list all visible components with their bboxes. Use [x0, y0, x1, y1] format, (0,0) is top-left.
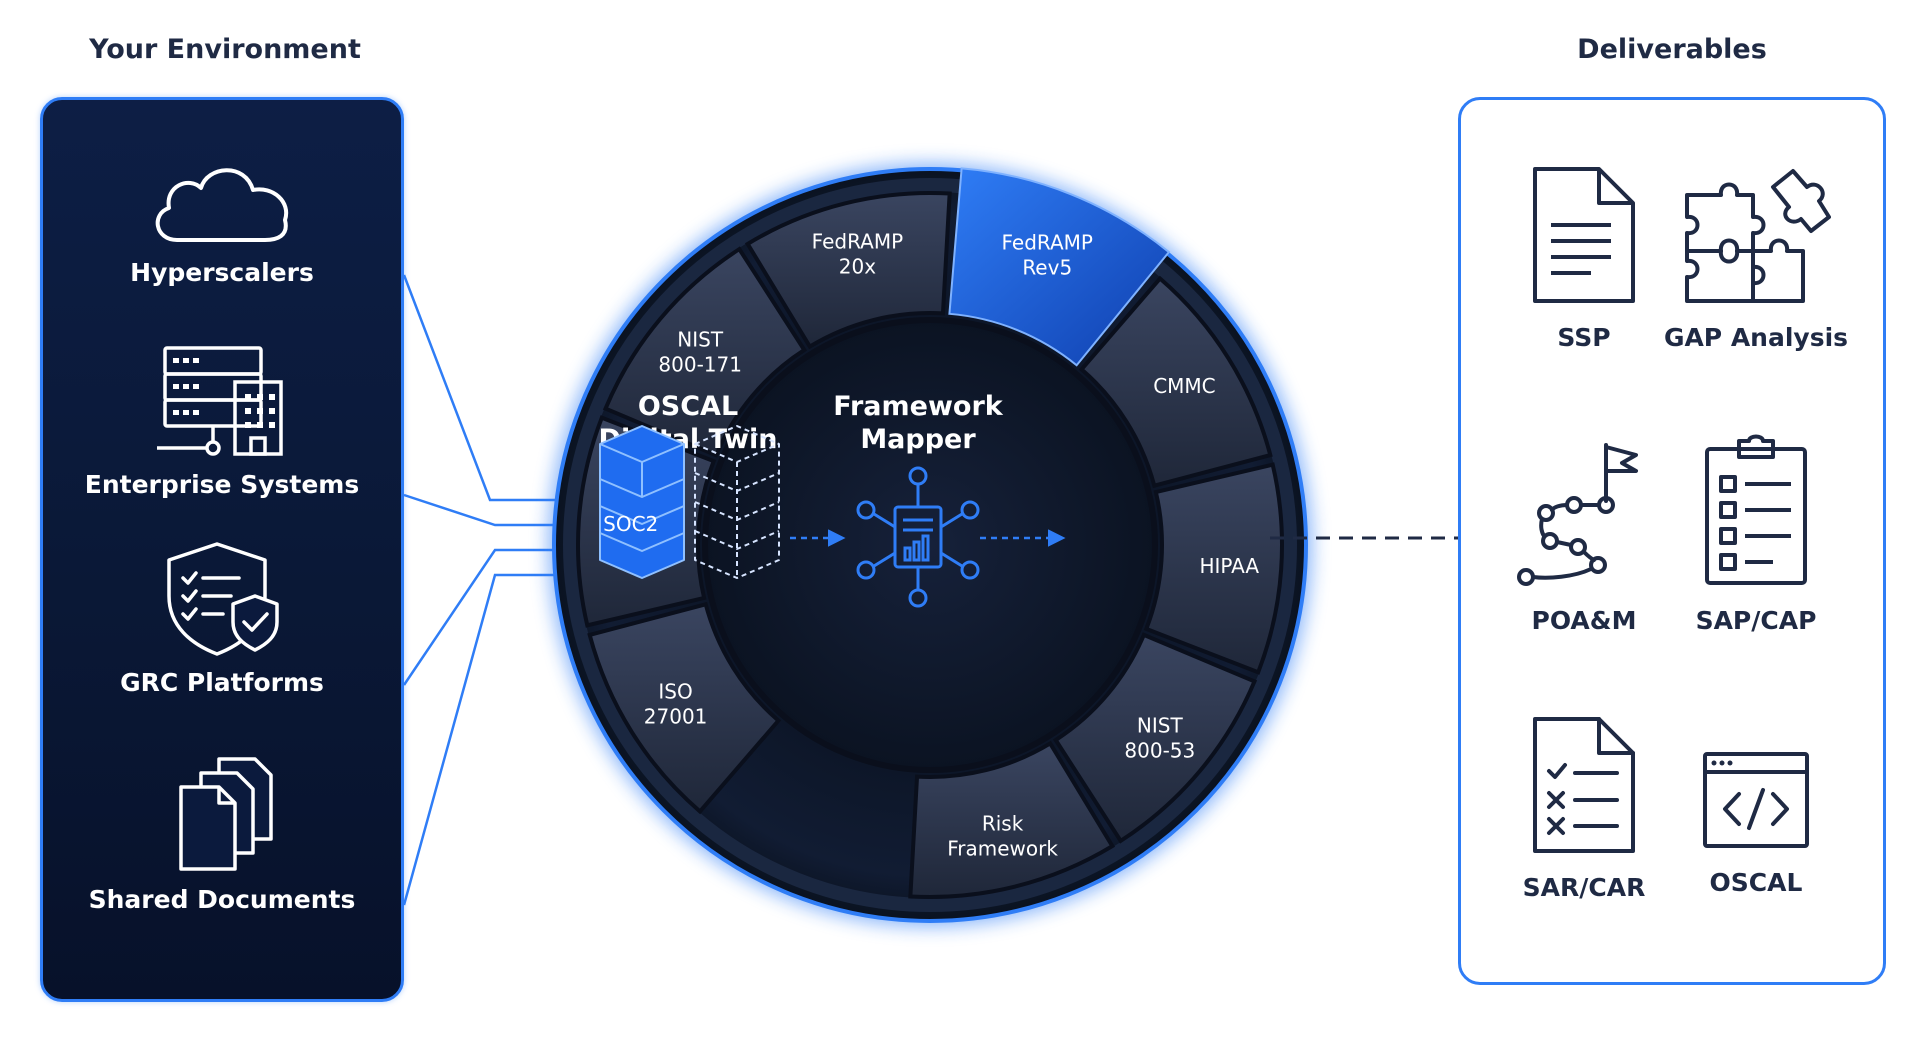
digital-twin-cubes-icon: [599, 425, 780, 579]
cloud-icon: [155, 168, 289, 242]
framework-segment: [587, 601, 782, 815]
framework-segment: [948, 167, 1171, 367]
framework-label: Rev5: [1022, 255, 1072, 279]
framework-segment: [1143, 462, 1284, 675]
framework-segments: [576, 167, 1284, 899]
deliverable-label: SSP: [1557, 323, 1611, 352]
inner-hub: [702, 317, 1158, 773]
framework-segment: [602, 246, 808, 458]
deliverable-sap-cap: SAP/CAP: [1656, 433, 1856, 635]
deliverable-label: GAP Analysis: [1663, 323, 1849, 352]
framework-segment: [908, 740, 1116, 899]
framework-label: SOC2: [603, 512, 658, 536]
framework-mapper-title-line1: Framework: [833, 391, 1004, 422]
framework-labels: ISO27001SOC2NIST800-171FedRAMP20xFedRAMP…: [603, 229, 1259, 860]
framework-label: 20x: [839, 254, 876, 278]
puzzle-icon: [1685, 169, 1831, 303]
framework-label: Framework: [947, 837, 1058, 861]
env-item-shared-documents: Shared Documents: [43, 755, 401, 914]
deliverables-panel: [1458, 97, 1886, 985]
code-window-icon: [1703, 752, 1809, 848]
framework-label: 27001: [644, 704, 708, 728]
framework-segment: [1078, 275, 1273, 489]
env-item-enterprise-systems: Enterprise Systems: [43, 342, 401, 499]
framework-label: 800-53: [1124, 738, 1195, 762]
server-building-icon: [157, 346, 283, 456]
environment-panel: Hyperscalers Enterprise Sy: [40, 97, 404, 1002]
deliverable-sar-car: SAR/CAR: [1484, 715, 1684, 902]
framework-label: 800-171: [658, 353, 742, 377]
env-label: GRC Platforms: [120, 668, 324, 697]
deliverable-oscal: OSCAL: [1656, 750, 1856, 897]
deliverable-label: SAP/CAP: [1695, 606, 1817, 635]
env-label: Hyperscalers: [130, 258, 314, 287]
deliverable-label: SAR/CAR: [1522, 873, 1646, 902]
framework-label: ISO: [658, 679, 692, 703]
framework-label: FedRAMP: [1002, 230, 1094, 254]
connector-line: [402, 566, 586, 906]
clipboard-checklist-icon: [1705, 434, 1807, 585]
framework-label: NIST: [1137, 713, 1184, 737]
env-item-grc-platforms: GRC Platforms: [43, 540, 401, 697]
framework-label: Risk: [982, 812, 1024, 836]
deliverable-ssp: SSP: [1484, 165, 1684, 352]
heading-your-environment: Your Environment: [89, 34, 361, 65]
digital-twin-title-line1: OSCAL: [638, 391, 738, 422]
deliverable-gap-analysis: GAP Analysis: [1656, 165, 1856, 352]
framework-label: FedRAMP: [812, 229, 904, 253]
checklist-document-icon: [1533, 717, 1635, 853]
framework-label: HIPAA: [1199, 554, 1259, 578]
deliverable-label: OSCAL: [1709, 868, 1803, 897]
connector-line: [402, 274, 586, 509]
shield-checklist-icon: [167, 542, 279, 656]
documents-stack-icon: [179, 757, 273, 871]
roadmap-flag-icon: [1517, 443, 1638, 586]
framework-label: NIST: [677, 328, 724, 352]
framework-segment: [1052, 632, 1258, 844]
framework-mapper-title-line2: Mapper: [860, 424, 976, 455]
deliverable-label: POA&M: [1531, 606, 1637, 635]
framework-segment: [744, 191, 952, 350]
env-label: Shared Documents: [88, 885, 356, 914]
document-icon: [1533, 167, 1635, 303]
env-item-hyperscalers: Hyperscalers: [43, 158, 401, 287]
env-label: Enterprise Systems: [84, 470, 360, 499]
heading-deliverables: Deliverables: [1577, 34, 1767, 65]
framework-label: CMMC: [1153, 374, 1215, 398]
framework-mapper-network-icon: [856, 466, 980, 608]
ring-track: [563, 178, 1297, 912]
deliverable-poam: POA&M: [1484, 443, 1684, 635]
